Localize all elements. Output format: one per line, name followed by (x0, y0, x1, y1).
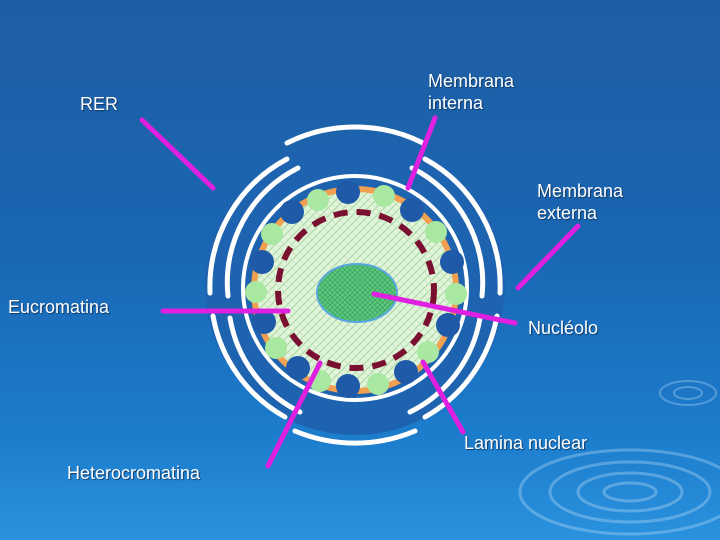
nuclear-lamina (275, 209, 437, 371)
peripheral-chromatin (245, 180, 467, 398)
rer-pointer (139, 117, 216, 191)
label-lamina-nuclear: Lamina nuclear (464, 433, 588, 453)
pointer-lines (139, 115, 581, 469)
label-heterocromatina: Heterocromatina (67, 463, 201, 483)
nucleolo-pointer (371, 291, 518, 326)
ripples-icon (518, 380, 720, 536)
label-eucromatina: Eucromatina (8, 297, 110, 317)
label-nucleolo: Nucléolo (528, 318, 599, 338)
rer-membrane (207, 124, 503, 446)
label-rer: RER (80, 94, 119, 114)
lamina-nuclear-pointer (420, 359, 466, 435)
label-membrana-interna: Membrana interna (428, 71, 515, 113)
membrana-interna-pointer (405, 115, 438, 191)
nucleolus-icon (316, 263, 398, 323)
heterocromatina-pointer (265, 360, 323, 469)
nucleus-icon (205, 124, 505, 446)
label-membrana-externa: Membrana externa (537, 181, 624, 223)
membrana-externa-pointer (515, 223, 581, 291)
